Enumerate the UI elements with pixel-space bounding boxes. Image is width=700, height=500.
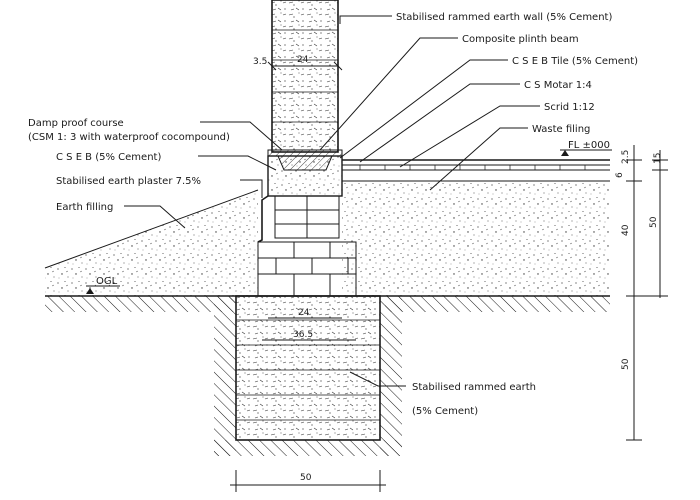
- wall-width-dimension: 24 3.5: [253, 55, 343, 71]
- screed-ticks: [359, 165, 586, 170]
- screed-label: Scrid 1:12: [544, 102, 595, 113]
- svg-text:24: 24: [297, 55, 309, 65]
- foundation-label-detail: (5% Cement): [412, 406, 478, 417]
- damp-proof-course: [267, 149, 343, 157]
- svg-text:50: 50: [621, 358, 631, 370]
- plinth-beam-label: Composite plinth beam: [462, 34, 579, 45]
- ground-hatch-left: [45, 296, 235, 312]
- svg-text:OGL: OGL: [96, 276, 118, 287]
- waste-filling-label: Waste filing: [532, 124, 590, 135]
- cseb-tile-label: C S E B Tile (5% Cement): [512, 56, 638, 67]
- trench-hatch-left: [214, 296, 236, 456]
- svg-text:6: 6: [615, 172, 625, 178]
- svg-text:36.5: 36.5: [293, 330, 313, 340]
- vertical-dimensions: 6 2.5 15 40 50 50: [615, 145, 668, 441]
- wall-layers: [272, 29, 338, 123]
- trench-hatch-right: [380, 296, 402, 456]
- ground-hatch-right: [385, 296, 610, 312]
- ogl-marker: OGL: [86, 276, 120, 294]
- waste-filling: [342, 181, 610, 296]
- cs-motar-label: C S Motar 1:4: [524, 80, 592, 91]
- foundation-layers: [236, 319, 380, 421]
- cseb-blocks: [257, 195, 357, 297]
- svg-text:50: 50: [300, 473, 312, 483]
- plinth-block-upper: [267, 155, 343, 197]
- svg-text:3.5: 3.5: [253, 57, 267, 67]
- svg-text:FL ±000: FL ±000: [568, 140, 610, 151]
- svg-text:2.5: 2.5: [621, 150, 631, 164]
- svg-text:40: 40: [621, 224, 631, 236]
- trench-hatch-bottom: [214, 440, 402, 456]
- cseb-label: C S E B (5% Cement): [56, 152, 161, 163]
- floor-level-marker: FL ±000: [560, 140, 612, 156]
- leader-lines: [124, 15, 540, 387]
- earth-filling-slope: [45, 190, 258, 296]
- earth-filling-label: Earth filling: [56, 202, 113, 213]
- foundation-dimensions: 24 36.5 50: [230, 308, 386, 492]
- svg-text:15: 15: [653, 153, 663, 164]
- dpc-label-detail: (CSM 1: 3 with waterproof cocompound): [28, 132, 230, 143]
- dpc-label: Damp proof course: [28, 118, 124, 129]
- plaster-label: Stabilised earth plaster 7.5%: [56, 176, 201, 187]
- svg-text:50: 50: [649, 216, 659, 228]
- wall-label: Stabilised rammed earth wall (5% Cement): [396, 12, 612, 23]
- svg-text:24: 24: [298, 308, 310, 318]
- rammed-earth-wall: [271, 0, 339, 153]
- foundation-label: Stabilised rammed earth: [412, 382, 536, 393]
